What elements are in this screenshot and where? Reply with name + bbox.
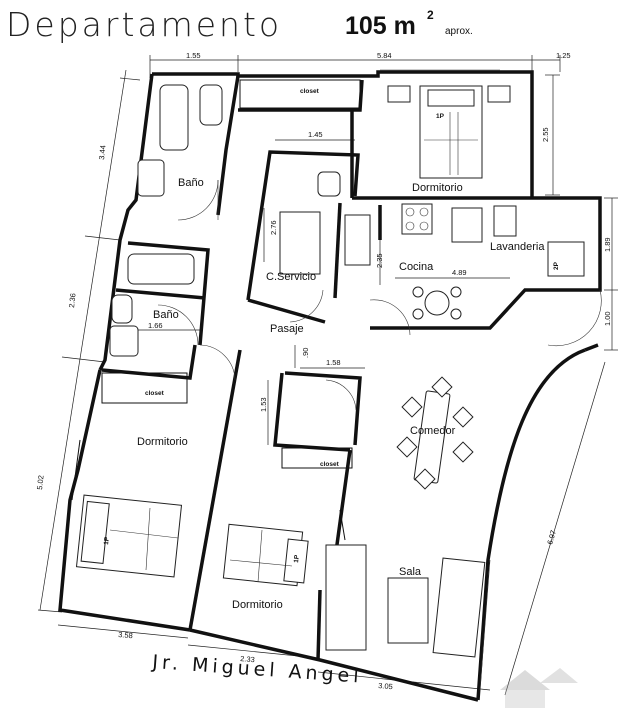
house-watermark-icon xyxy=(500,668,578,708)
bathtub-1 xyxy=(159,84,189,151)
bed-label-top: 1P xyxy=(436,113,445,120)
dim-top-3: 1.25 xyxy=(556,51,571,60)
washer xyxy=(547,241,585,277)
dim-serv-w: 1.45 xyxy=(308,130,323,139)
toilet-service xyxy=(317,171,341,197)
label-cocina: Cocina xyxy=(399,261,434,273)
dim-right-3: 1.00 xyxy=(603,311,612,326)
label-dormitorio-3: Dormitorio xyxy=(232,599,283,611)
sofa-right xyxy=(432,557,486,658)
dim-top-1: 1.55 xyxy=(186,51,201,60)
dim-bottom-1: 3.58 xyxy=(118,630,133,640)
dimension-labels: 1.55 5.84 1.25 3.44 2.36 5.02 2.55 1.89 … xyxy=(35,51,612,691)
label-sala: Sala xyxy=(399,566,422,578)
dimension-lines xyxy=(37,55,618,696)
sink-1 xyxy=(137,159,165,197)
bed-label-3: 1P xyxy=(293,554,301,563)
sink-2 xyxy=(109,325,139,357)
label-cservicio: C.Servicio xyxy=(266,271,316,283)
dim-left-1: 3.44 xyxy=(97,145,107,160)
dim-bottom-2: 2.33 xyxy=(240,654,255,664)
area-superscript: 2 xyxy=(427,8,434,22)
laundry-sink xyxy=(493,205,517,237)
toilet-2 xyxy=(111,294,133,324)
sofa-left xyxy=(325,544,367,651)
exterior-walls xyxy=(58,70,602,702)
dim-bottom-3: 3.05 xyxy=(378,681,393,691)
dim-top-2: 5.84 xyxy=(377,51,392,60)
coffee-table xyxy=(387,577,429,644)
dim-right-1: 2.55 xyxy=(541,127,550,142)
furniture xyxy=(75,84,585,658)
bathtub-2 xyxy=(127,253,195,285)
dim-right-4: 6.97 xyxy=(545,529,558,546)
dim-serv-h: 2.76 xyxy=(269,220,278,235)
dim-bath2-w: 1.66 xyxy=(148,321,163,330)
service-bed xyxy=(279,211,321,275)
washer-label: 2P xyxy=(553,261,560,270)
dim-left-2: 2.36 xyxy=(67,293,77,308)
dim-serv-h2: 2.35 xyxy=(375,253,384,268)
closet-label-3: closet xyxy=(320,461,340,468)
dim-bath3-h: 1.53 xyxy=(259,397,268,412)
label-comedor: Comedor xyxy=(410,425,456,437)
closet-label-2: closet xyxy=(145,390,165,397)
closets-and-windows xyxy=(71,69,500,691)
area-value: 105 m xyxy=(345,12,416,40)
dim-right-2: 1.89 xyxy=(603,237,612,252)
dim-bath3-w: 1.58 xyxy=(326,358,341,367)
street-name: Jr. Miguel Angel xyxy=(151,651,364,688)
label-bano-2: Baño xyxy=(153,309,179,321)
service-sink xyxy=(344,214,371,266)
label-dormitorio-1: Dormitorio xyxy=(412,182,463,194)
small-labels: closet closet closet 1P 1P 1P 2P xyxy=(103,88,560,563)
toilet-1 xyxy=(199,84,223,126)
closet-label-1: closet xyxy=(300,88,320,95)
dim-left-3: 5.02 xyxy=(35,475,45,490)
kitchen-table xyxy=(424,290,450,316)
label-dormitorio-2: Dormitorio xyxy=(137,436,188,448)
label-bano-1: Baño xyxy=(178,177,204,189)
stove xyxy=(401,203,433,235)
interior-walls xyxy=(101,75,532,661)
plan-title: Departamento xyxy=(6,5,282,44)
fridge xyxy=(451,207,483,243)
dim-kitchen-w: 4.89 xyxy=(452,268,467,277)
dim-pasaje-h: .90 xyxy=(301,348,310,358)
bed-label-left: 1P xyxy=(103,536,111,545)
area-note: aprox. xyxy=(445,26,473,37)
label-pasaje: Pasaje xyxy=(270,323,304,335)
room-labels: Baño Dormitorio C.Servicio Cocina Lavand… xyxy=(137,177,545,611)
doors xyxy=(157,179,602,411)
label-lavanderia: Lavanderia xyxy=(490,241,545,253)
